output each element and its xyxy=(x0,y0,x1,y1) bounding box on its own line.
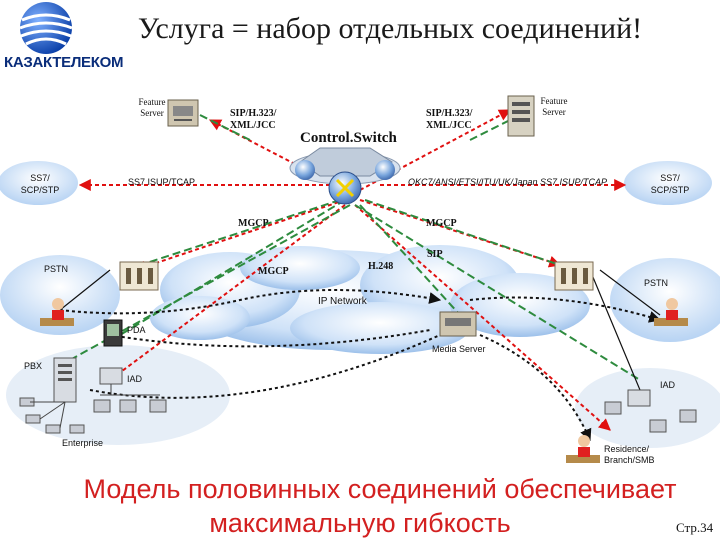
page-title: Услуга = набор отдельных соединений! xyxy=(137,12,643,45)
media-server-label: Media Server xyxy=(432,344,486,354)
pda-label: PDA xyxy=(127,325,146,335)
enterprise-label: Enterprise xyxy=(62,438,104,448)
mgcp-mid-label: MGCP xyxy=(258,266,289,277)
media-server-icon xyxy=(439,311,477,337)
pstn-right-label: PSTN xyxy=(644,278,669,288)
feature-server-right-icon xyxy=(507,95,535,137)
residence-label: Residence/ Branch/SMB xyxy=(604,444,655,465)
pstn-trunks xyxy=(59,269,661,391)
pstn-office-right-icon xyxy=(554,261,594,291)
logo-globe-icon xyxy=(19,2,73,54)
pda-icon xyxy=(103,319,123,347)
ss7-left-cloud xyxy=(0,161,78,205)
protocol-right-label: SIP/H.323/ XML/JCC xyxy=(426,108,473,131)
iad-right-icon xyxy=(627,389,651,407)
feature-server-right-label: Feature Server xyxy=(540,96,568,117)
h248-label: H.248 xyxy=(368,261,394,272)
enterprise-devices xyxy=(19,397,167,434)
residence-area xyxy=(575,368,720,448)
mgcp-right-label: MGCP xyxy=(426,218,457,229)
pstn-left-cloud xyxy=(0,255,120,335)
control-switch-icon xyxy=(289,147,401,205)
ss7-right-cloud xyxy=(624,161,712,205)
page-number: Стр.34 xyxy=(676,520,714,535)
isup-right-label: OKC7/ANSI/ETSI/ITU/UK/Japan SS7 ISUP/TCA… xyxy=(408,177,608,187)
person-residence-icon xyxy=(566,435,600,463)
ss7-right-label: SS7/ SCP/STP xyxy=(650,173,690,195)
pstn-left-label: PSTN xyxy=(44,264,69,274)
person-right-icon xyxy=(654,298,688,326)
person-left-icon xyxy=(40,298,74,326)
feature-server-left-label: Feature Server xyxy=(138,97,166,118)
isup-left-label: SS7 ISUP/TCAP xyxy=(128,177,196,187)
pstn-office-left-icon xyxy=(119,261,159,291)
mgcp-left-label: MGCP xyxy=(238,218,269,229)
feature-server-left-icon xyxy=(167,99,199,127)
control-switch-label: Control.Switch xyxy=(300,130,397,146)
iad-left-label: IAD xyxy=(127,374,143,384)
caption-line-2: максимальную гибкость xyxy=(209,508,511,538)
ss7-left-label: SS7/ SCP/STP xyxy=(20,173,60,195)
iad-right-label: IAD xyxy=(660,380,676,390)
ip-network-label: IP Network xyxy=(318,296,367,307)
enterprise-lan-lines xyxy=(30,384,160,429)
sip-label: SIP xyxy=(427,249,443,260)
protocol-left-label: SIP/H.323/ XML/JCC xyxy=(230,108,277,131)
pstn-right-cloud xyxy=(610,258,720,342)
ip-network-cloud xyxy=(150,245,590,354)
iad-left-icon xyxy=(99,367,123,385)
logo-text: КАЗАКТЕЛЕКОМ xyxy=(4,54,124,71)
pbx-label: PBX xyxy=(24,361,43,371)
caption-line-1: Модель половинных соединений обеспечивае… xyxy=(83,474,677,504)
pbx-icon xyxy=(53,357,77,403)
residence-devices xyxy=(604,401,697,433)
voice-paths xyxy=(59,289,662,442)
